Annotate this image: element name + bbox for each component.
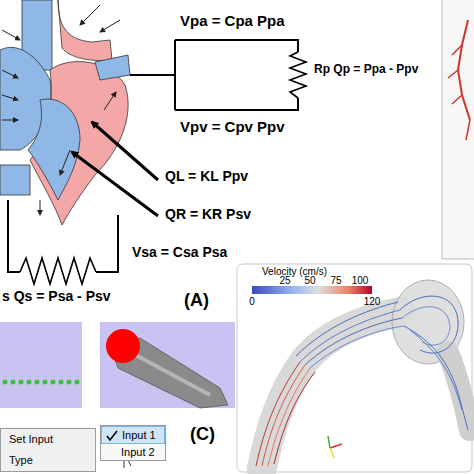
velocity-panel-part-part: [328, 436, 330, 448]
panel-letter: (A): [184, 290, 209, 311]
heart-illustration-part: [92, 122, 158, 180]
velocity-panel-part-part: [330, 444, 342, 448]
velocity-panel-part-part: [330, 448, 334, 458]
velocity-panel-part-part: [262, 365, 305, 466]
heart-illustration-part: [28, 99, 80, 200]
mesh-panel-part-part: [3, 380, 8, 385]
menu-item: Set Input: [1, 429, 95, 450]
vessel-tree-panel-part: [448, 45, 470, 140]
systemic-circuit: [8, 200, 118, 284]
velocity-panel-part: [252, 286, 372, 294]
velocity-panel-part-part: [300, 310, 400, 362]
mesh-panel-part-part: [59, 380, 64, 385]
mesh-panel-part: [130, 352, 210, 395]
heart-illustration-part: [58, 0, 112, 61]
heart-illustration-part: [2, 5, 120, 215]
pulmonary-circuit-part: [290, 52, 306, 98]
velocity-panel-part-part: [404, 326, 468, 430]
colorbar-tick: 75: [330, 275, 341, 287]
velocity-panel-part-part: [410, 330, 462, 410]
check-mark-stroke: [107, 431, 117, 440]
velocity-panel-part-part: [402, 307, 450, 345]
pulmonary-circuit: [130, 40, 306, 110]
mesh-panel-part-part: [51, 380, 56, 385]
velocity-panel-part-part: [305, 318, 402, 365]
heart-illustration-part-part: [2, 95, 18, 100]
volume-equation: Vpa = Cpa Ppa: [180, 12, 285, 29]
systemic-circuit-part: [20, 258, 96, 284]
heart-illustration-part-part: [2, 70, 18, 78]
heart-illustration-part: [95, 55, 130, 80]
heart-illustration-part: [72, 152, 158, 216]
velocity-panel-part-part: [310, 326, 404, 368]
heart-illustration-part-part: [2, 30, 20, 40]
pulmonary-circuit-part: [130, 74, 175, 76]
heart-illustration-part-part: [40, 200, 41, 215]
colorbar-tick: 50: [304, 275, 315, 287]
resistance-equation: s Qs = Psa - Psv: [2, 288, 111, 304]
velocity-panel: [237, 264, 472, 472]
heart-illustration-part-part: [104, 92, 116, 110]
flow-equation: QR = KR Psv: [165, 206, 251, 222]
mesh-panel-part-part: [43, 380, 48, 385]
vessel-tree-panel-part: [442, 0, 474, 259]
panel-letter: (C): [190, 424, 215, 445]
colorbar-tick: 120: [364, 296, 381, 308]
mesh-panel-part: [106, 329, 140, 363]
systemic-circuit-part: [96, 215, 118, 272]
velocity-panel-part: [256, 296, 468, 466]
colorbar-tick: 100: [352, 275, 369, 287]
colorbar-tick: 0: [249, 296, 255, 308]
mesh-panel-part: [0, 322, 82, 408]
heart-illustration-part: [0, 165, 30, 195]
mesh-panel-part-part: [67, 380, 72, 385]
submenu: Input 1Input 2: [100, 425, 166, 461]
resistance-equation: Rp Qp = Ppa - Ppv: [314, 63, 418, 77]
volume-equation: Vsa = Csa Psa: [132, 244, 227, 260]
menu-item: Input 2: [101, 444, 165, 460]
velocity-panel-part-part: [296, 302, 398, 356]
systemic-circuit-part: [8, 200, 20, 272]
mesh-panel-part-part: [11, 380, 16, 385]
context-menu: Set InputType: [0, 428, 96, 472]
vessel-tree-panel: [442, 0, 474, 259]
vessel-tree-panel-part: [458, 20, 470, 120]
velocity-panel-part-part: [274, 372, 315, 464]
menu-item: Input 1: [101, 426, 165, 444]
colorbar-title: Velocity (cm/s): [262, 266, 327, 278]
heart-illustration-part-part: [100, 20, 120, 32]
flow-equation: QL = KL Ppv: [165, 168, 248, 184]
velocity-panel-part: [328, 436, 342, 458]
mesh-panel-part-part: [27, 380, 32, 385]
velocity-panel-part: [237, 264, 472, 472]
velocity-panel-part: [448, 352, 470, 430]
mesh-panel-part-part: [35, 380, 40, 385]
mesh-panel-part: [3, 380, 80, 385]
heart-illustration: [0, 0, 158, 225]
heart-illustration-part-part: [80, 5, 100, 25]
check-mark: [106, 430, 118, 442]
mesh-panel-part: [100, 322, 235, 408]
pulmonary-circuit-part: [175, 98, 298, 110]
heart-illustration-part-part: [60, 150, 70, 175]
pulmonary-circuit-part: [174, 40, 176, 110]
pulmonary-circuit-part: [175, 40, 298, 52]
heart-illustration-part-part: [2, 120, 18, 121]
menu-item: Type: [1, 450, 95, 471]
mesh-panel-part-part: [19, 380, 24, 385]
velocity-panel-part-part: [400, 296, 458, 353]
mesh-panel-part-part: [75, 380, 80, 385]
volume-equation: Vpv = Cpv Ppv: [180, 118, 285, 135]
colorbar-tick: 25: [279, 275, 290, 287]
